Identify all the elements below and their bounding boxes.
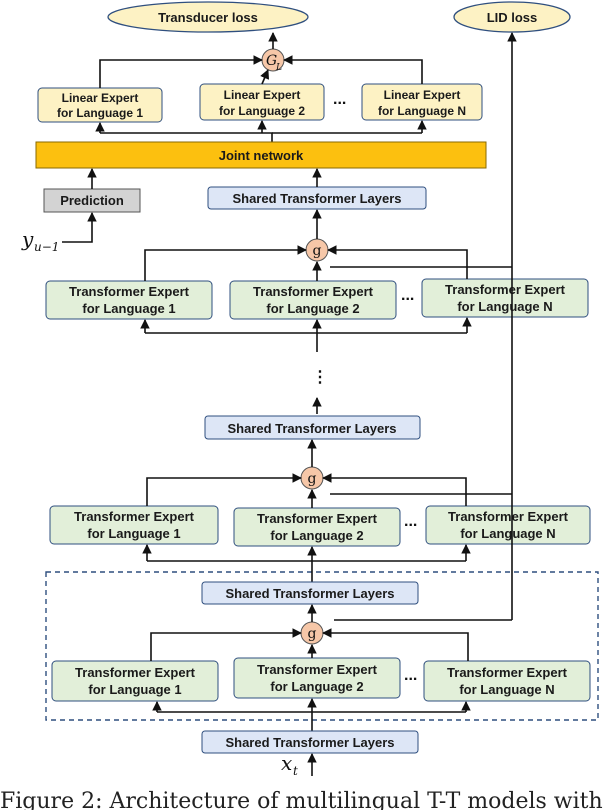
svg-text:Shared Transformer Layers: Shared Transformer Layers <box>227 421 396 436</box>
svg-text:g: g <box>308 626 317 642</box>
transformer-expert-b1: Transformer Expert for Language 1 <box>49 505 219 545</box>
linear-expert-2: Linear Expert for Language 2 <box>199 83 325 121</box>
svg-text:for Language 1: for Language 1 <box>82 301 175 316</box>
gate-b: g <box>300 466 324 490</box>
svg-text:Transformer Expert: Transformer Expert <box>253 284 374 299</box>
svg-text:t: t <box>293 764 298 778</box>
svg-text:Transformer Expert: Transformer Expert <box>257 511 378 526</box>
svg-text:for Language 2: for Language 2 <box>270 679 363 694</box>
svg-text:g: g <box>308 471 317 487</box>
shared-layer-b: Shared Transformer Layers <box>204 415 421 440</box>
arrow-bn-to-gate <box>322 473 467 506</box>
linear-expert-2-line2: for Language 2 <box>219 104 305 118</box>
arrow-c1-to-gate <box>150 628 302 661</box>
linear-expert-n-line2: for Language N <box>378 104 466 118</box>
joint-network-node: Joint network <box>35 141 487 169</box>
repeated-block-outline <box>45 571 599 721</box>
final-gate-symbol: G <box>266 53 277 69</box>
svg-text:Shared Transformer Layers: Shared Transformer Layers <box>225 735 394 750</box>
lid-loss-label: LID loss <box>487 10 538 25</box>
linear-expert-2-line1: Linear Expert <box>224 88 301 102</box>
arrow-b1-to-gate <box>146 473 302 506</box>
svg-text:Transformer Expert: Transformer Expert <box>257 662 378 677</box>
transformer-expert-c-ellipsis: ... <box>404 667 417 684</box>
transformer-expert-b2: Transformer Expert for Language 2 <box>233 507 401 547</box>
linear-expert-n: Linear Expert for Language N <box>361 83 483 121</box>
svg-text:Transformer Expert: Transformer Expert <box>75 665 196 680</box>
prediction-label: Prediction <box>60 193 124 208</box>
transformer-expert-c1: Transformer Expert for Language 1 <box>51 660 219 702</box>
svg-text:Transformer Expert: Transformer Expert <box>448 509 569 524</box>
transformer-expert-bn: Transformer Expert for Language N <box>425 505 591 545</box>
transducer-loss-node: Transducer loss <box>107 1 309 33</box>
svg-text:y: y <box>21 227 34 251</box>
transformer-expert-cn: Transformer Expert for Language N <box>423 660 591 702</box>
arrow-linear1-to-gate <box>99 55 263 88</box>
final-gate-node: G L <box>261 48 285 73</box>
transformer-expert-c2: Transformer Expert for Language 2 <box>233 657 401 699</box>
svg-text:g: g <box>313 243 322 259</box>
linear-expert-1-line1: Linear Expert <box>62 91 139 105</box>
transformer-expert-a-ellipsis: ... <box>401 287 414 304</box>
svg-text:for Language N: for Language N <box>460 526 555 541</box>
gate-c: g <box>300 621 324 645</box>
final-gate-subscript: L <box>275 63 282 73</box>
svg-text:x: x <box>281 751 292 775</box>
svg-text:Transformer Expert: Transformer Expert <box>69 284 190 299</box>
transformer-expert-b-ellipsis: ... <box>404 513 417 530</box>
svg-text:for Language 1: for Language 1 <box>88 682 181 697</box>
svg-text:for Language N: for Language N <box>457 299 552 314</box>
svg-text:Transformer Expert: Transformer Expert <box>445 282 566 297</box>
shared-layer-top-label: Shared Transformer Layers <box>232 191 401 206</box>
transformer-expert-a2: Transformer Expert for Language 2 <box>229 280 397 320</box>
arrow-an-to-gate <box>327 245 468 279</box>
svg-text:Shared Transformer Layers: Shared Transformer Layers <box>225 586 394 601</box>
arrow-cn-to-gate <box>322 628 469 661</box>
joint-network-label: Joint network <box>219 148 304 163</box>
x-input-symbol: x t <box>281 751 298 778</box>
svg-text:for Language 2: for Language 2 <box>270 528 363 543</box>
linear-expert-1: Linear Expert for Language 1 <box>37 87 163 123</box>
arrow-linear2-to-gate <box>260 69 270 85</box>
gate-a: g <box>305 238 329 262</box>
svg-text:for Language 1: for Language 1 <box>87 526 180 541</box>
figure-caption: Figure 2: Architecture of multilingual T… <box>0 789 603 810</box>
svg-text:Transformer Expert: Transformer Expert <box>74 509 195 524</box>
lid-loss-node: LID loss <box>453 1 571 33</box>
joint-fanout-left <box>100 132 273 142</box>
svg-text:u−1: u−1 <box>34 240 59 254</box>
svg-text:Transformer Expert: Transformer Expert <box>447 665 568 680</box>
linear-expert-1-line2: for Language 1 <box>57 106 143 120</box>
arrow-a1-to-gate <box>144 245 307 281</box>
linear-expert-ellipsis: ... <box>333 91 346 108</box>
y-input-symbol: y u−1 <box>21 227 59 254</box>
arrow-y-to-prediction <box>62 212 97 243</box>
shared-layer-c: Shared Transformer Layers <box>201 581 419 605</box>
shared-layer-top: Shared Transformer Layers <box>207 186 427 210</box>
linear-expert-n-line1: Linear Expert <box>384 88 461 102</box>
arrow-linearN-to-gate <box>283 55 423 84</box>
transformer-expert-a1: Transformer Expert for Language 1 <box>45 280 213 320</box>
prediction-node: Prediction <box>43 188 141 213</box>
transducer-loss-label: Transducer loss <box>158 10 258 25</box>
shared-layer-bottom: Shared Transformer Layers <box>201 730 419 754</box>
svg-text:for Language N: for Language N <box>459 682 554 697</box>
svg-text:for Language 2: for Language 2 <box>266 301 359 316</box>
vertical-ellipsis: ⋮ <box>312 369 328 386</box>
transformer-expert-an: Transformer Expert for Language N <box>421 278 589 318</box>
